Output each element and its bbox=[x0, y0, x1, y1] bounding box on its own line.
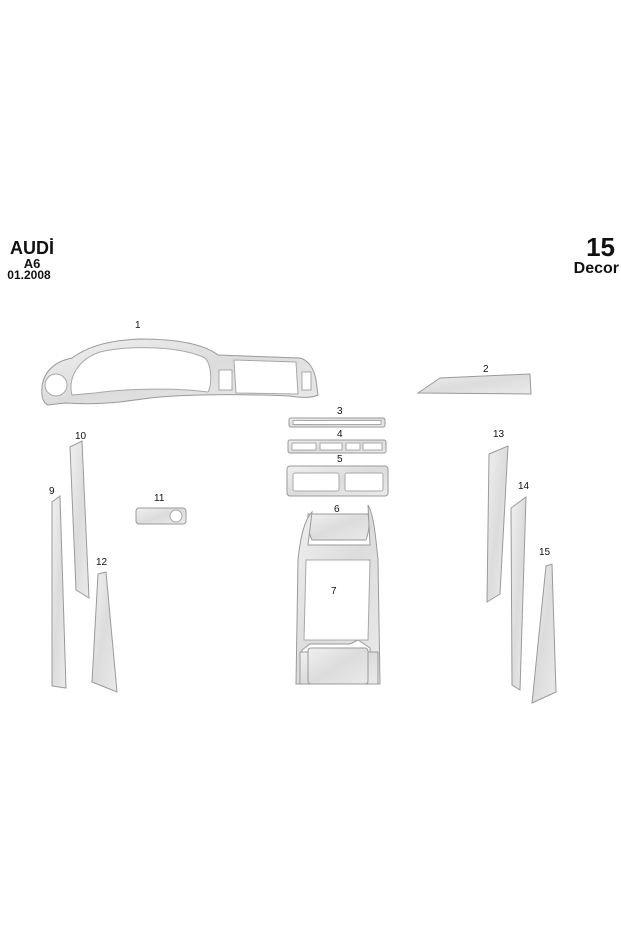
part-13-trim: 13 bbox=[486, 429, 509, 603]
model-date: 01.2008 bbox=[7, 268, 51, 282]
part-7-console-trim: 7 bbox=[295, 504, 381, 685]
make-title: AUDİ bbox=[10, 238, 54, 258]
part-5-label: 5 bbox=[337, 454, 343, 465]
piece-count: 15 bbox=[586, 232, 615, 262]
part-11-trim: 11 bbox=[135, 493, 187, 525]
part-7-label: 7 bbox=[331, 586, 337, 597]
part-1-dashboard-trim: 1 bbox=[41, 320, 319, 406]
part-2-label: 2 bbox=[483, 364, 489, 375]
part-9-trim: 9 bbox=[49, 486, 67, 689]
part-3-label: 3 bbox=[337, 406, 343, 417]
model-title: A6 bbox=[23, 256, 41, 271]
part-15-trim: 15 bbox=[531, 547, 557, 704]
part-15-label: 15 bbox=[539, 547, 551, 558]
part-6-label: 6 bbox=[334, 504, 340, 515]
part-12-label: 12 bbox=[96, 557, 108, 568]
part-11-label: 11 bbox=[154, 493, 165, 504]
part-10-trim: 10 bbox=[69, 431, 90, 599]
part-4-label: 4 bbox=[337, 429, 343, 440]
part-1-label: 1 bbox=[135, 320, 141, 331]
part-9-label: 9 bbox=[49, 486, 55, 497]
part-2-trim: 2 bbox=[416, 364, 532, 395]
part-13-label: 13 bbox=[493, 429, 505, 440]
part-12-trim: 12 bbox=[91, 557, 118, 693]
decor-label: Decor bbox=[573, 260, 619, 277]
part-14-label: 14 bbox=[518, 481, 530, 492]
part-5-trim: 5 bbox=[286, 454, 389, 497]
part-6-trim: 6 bbox=[307, 504, 370, 541]
part-4-trim: 4 bbox=[287, 429, 387, 454]
part-10-label: 10 bbox=[75, 431, 87, 442]
part-14-trim: 14 bbox=[510, 481, 530, 691]
part-3-trim: 3 bbox=[288, 406, 386, 428]
